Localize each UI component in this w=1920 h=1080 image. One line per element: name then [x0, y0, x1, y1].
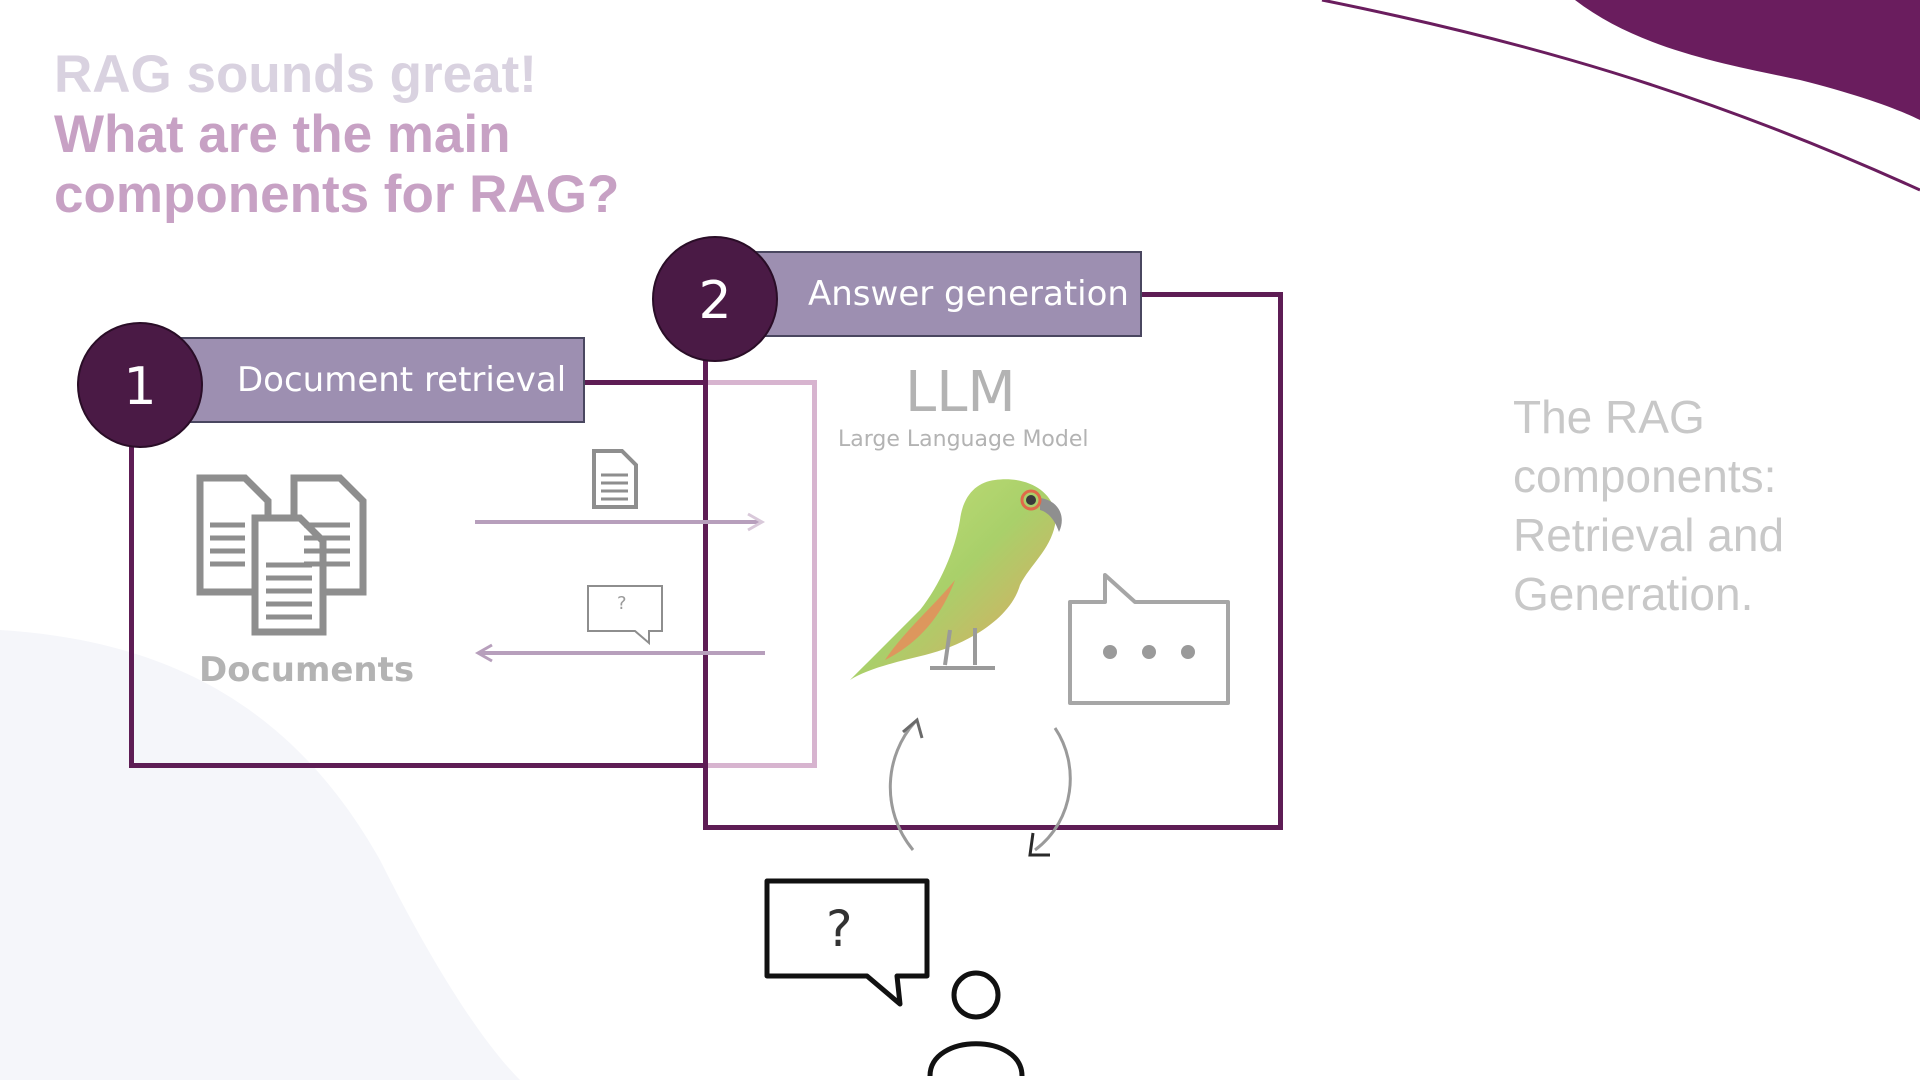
corner-swoosh	[1575, 0, 1920, 120]
user-icon	[927, 970, 1025, 1077]
parrot-icon	[850, 479, 1062, 680]
documents-label: Documents	[199, 650, 415, 690]
question-symbol: ?	[826, 900, 853, 958]
step-1-badge: 1	[77, 322, 203, 448]
title-line-3: components for RAG?	[54, 165, 620, 224]
retrieval-frame-overlap	[705, 380, 817, 768]
step-2-badge: 2	[652, 236, 778, 362]
chat-ellipsis-icon	[1068, 573, 1230, 705]
step-1-label: Document retrieval	[180, 337, 585, 423]
documents-icon	[196, 474, 367, 636]
query-bubble-icon	[587, 585, 663, 646]
corner-curve-line	[1321, 0, 1920, 192]
llm-title: LLM	[905, 360, 1016, 425]
step-2-label: Answer generation	[750, 251, 1142, 337]
document-icon	[592, 449, 638, 509]
query-symbol: ?	[617, 593, 627, 614]
question-bubble-icon	[764, 878, 930, 1007]
llm-subtitle: Large Language Model	[838, 427, 1089, 452]
cycle-arrows-icon	[888, 717, 1072, 857]
retrieval-arrows	[474, 512, 766, 663]
side-text: The RAG components: Retrieval and Genera…	[1513, 391, 1785, 620]
title-line-1: RAG sounds great!	[54, 45, 537, 104]
title-line-2: What are the main	[54, 105, 511, 164]
